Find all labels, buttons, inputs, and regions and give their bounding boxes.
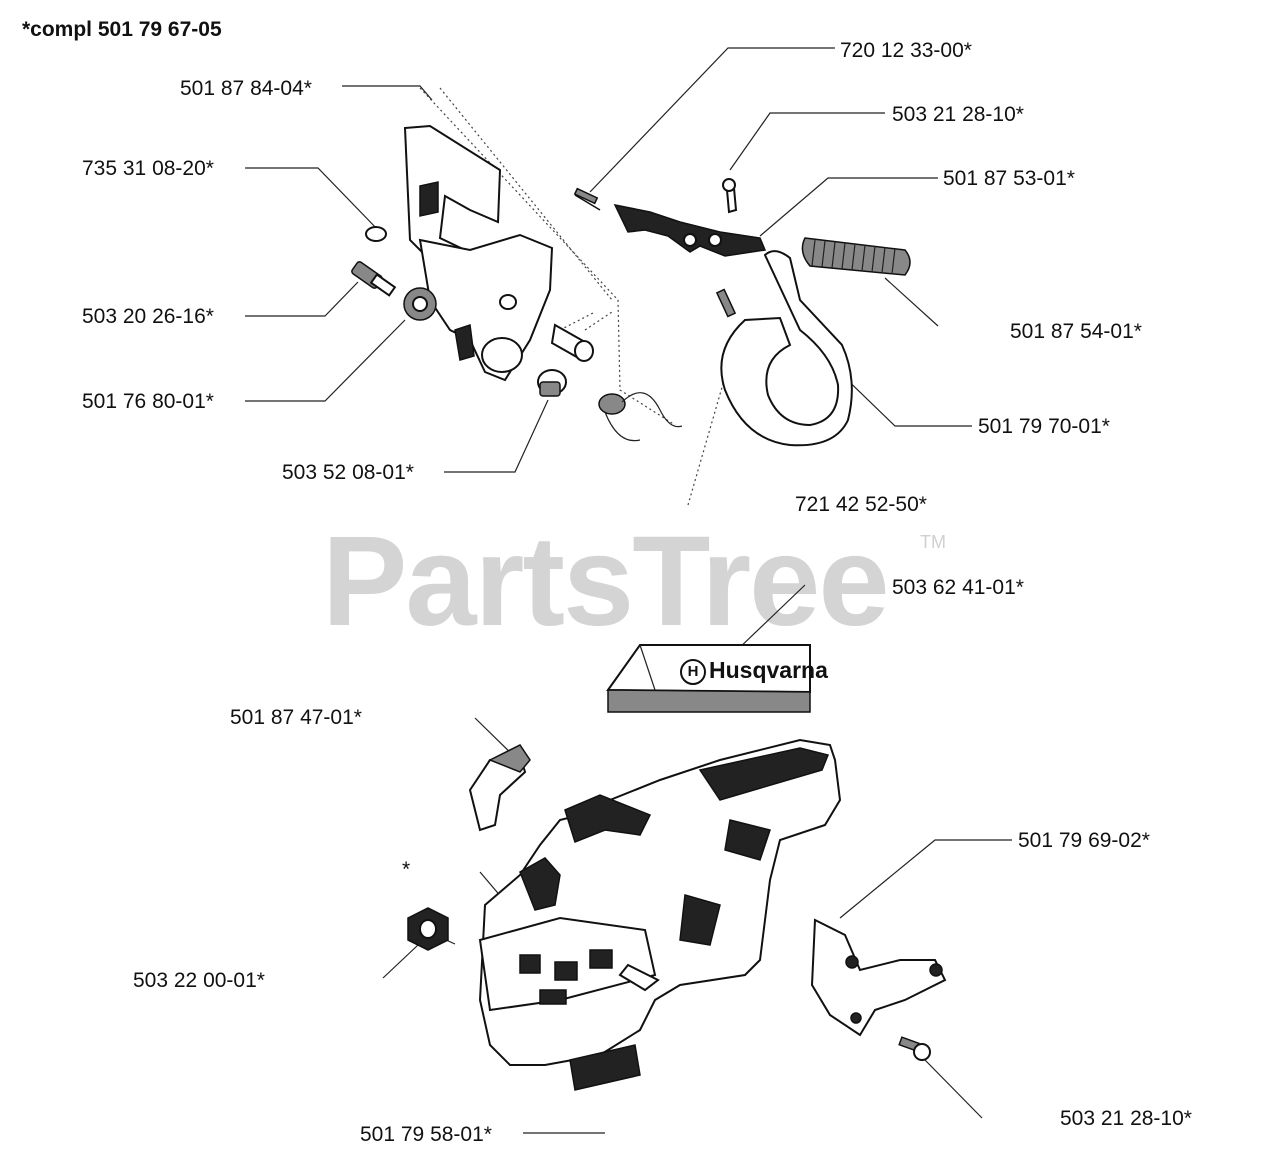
chain-guide-part xyxy=(569,1044,641,1091)
part-label[interactable]: 501 79 58-01* xyxy=(360,1123,492,1146)
part-label[interactable]: 501 87 84-04* xyxy=(180,77,312,100)
brake-spring-part xyxy=(801,237,911,276)
part-label[interactable]: 501 87 47-01* xyxy=(230,706,362,729)
pin-part xyxy=(550,323,594,362)
trademark-symbol: TM xyxy=(920,532,946,552)
guide-plate-part xyxy=(810,918,947,1037)
brake-lever-part xyxy=(573,178,767,257)
crown-h-icon: H xyxy=(680,658,706,685)
part-label[interactable]: 503 62 41-01* xyxy=(892,576,1024,599)
washer-part xyxy=(365,226,387,242)
cover-bracket-part xyxy=(403,124,554,382)
asterisk-marker: * xyxy=(402,858,411,881)
bolt-part xyxy=(351,261,397,297)
watermark-text: PartsTree xyxy=(322,510,889,653)
leader-lines xyxy=(245,47,1012,1134)
spacer-part xyxy=(537,369,567,397)
part-label[interactable]: 503 20 26-16* xyxy=(82,305,214,328)
felt-pad-part xyxy=(468,744,531,832)
part-label[interactable]: 735 31 08-20* xyxy=(82,157,214,180)
part-label[interactable]: 501 87 53-01* xyxy=(943,167,1075,190)
part-label[interactable]: 721 42 52-50* xyxy=(795,493,927,516)
part-label[interactable]: 503 22 00-01* xyxy=(133,969,265,992)
part-label[interactable]: 501 79 70-01* xyxy=(978,415,1110,438)
screw-part xyxy=(898,1036,931,1061)
part-label[interactable]: 501 79 69-02* xyxy=(1018,829,1150,852)
part-label[interactable]: 503 21 28-10* xyxy=(1060,1107,1192,1130)
brand-name: Husqvarna xyxy=(709,657,828,683)
clutch-cover-part xyxy=(478,738,842,1066)
part-label[interactable]: 501 87 54-01* xyxy=(1010,320,1142,343)
assembly-title: *compl 501 79 67-05 xyxy=(22,18,222,41)
clutch-nut-part xyxy=(407,907,449,951)
spring-part xyxy=(598,392,683,442)
part-label[interactable]: 503 21 28-10* xyxy=(892,103,1024,126)
nut-part xyxy=(403,287,437,321)
brake-band-part xyxy=(715,250,853,447)
decal-part xyxy=(606,644,811,713)
part-label[interactable]: 503 52 08-01* xyxy=(282,461,414,484)
part-label[interactable]: 501 76 80-01* xyxy=(82,390,214,413)
part-label[interactable]: 720 12 33-00* xyxy=(840,39,972,62)
